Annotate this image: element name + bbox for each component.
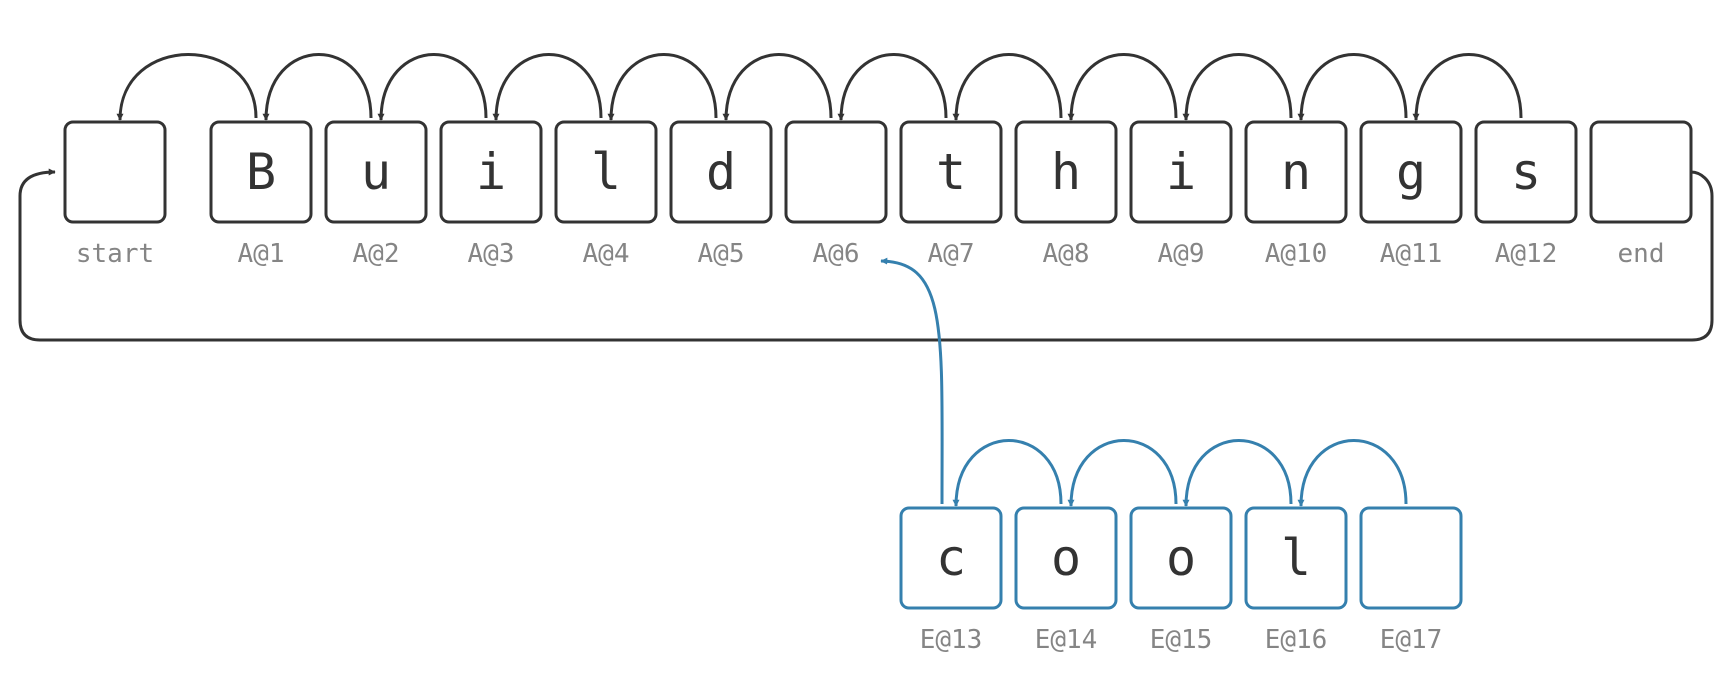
branch-link-arrow-2 <box>1067 439 1178 507</box>
branch-cell-0 <box>899 506 1003 610</box>
main-link-arrow-9 <box>1067 53 1178 121</box>
main-cell-13 <box>1589 120 1693 224</box>
branch-cell-3-id-label: E@16 <box>1265 625 1328 655</box>
main-cell-0 <box>63 120 167 224</box>
loop-back-arrow <box>18 168 1714 342</box>
main-link-arrow-6 <box>722 53 833 121</box>
main-cell-10 <box>1244 120 1348 224</box>
branch-cell-3 <box>1244 506 1348 610</box>
main-cell-3-char: i <box>476 143 506 201</box>
main-cell-6 <box>784 120 888 224</box>
main-cell-5-id-label: A@5 <box>698 239 745 269</box>
main-link-arrow-4 <box>492 53 603 121</box>
main-cell-4-id-label: A@4 <box>583 239 630 269</box>
main-cell-3-id-label: A@3 <box>468 239 515 269</box>
main-cell-5-char: d <box>706 143 736 201</box>
main-cell-8-id-label: A@8 <box>1043 239 1090 269</box>
branch-cell-2-char: o <box>1166 529 1196 587</box>
branch-link-arrow-4 <box>1297 439 1408 507</box>
main-cell-1-id-label: A@1 <box>238 239 285 269</box>
branch-cell-1-id-label: E@14 <box>1035 625 1098 655</box>
main-cell-2-char: u <box>361 143 391 201</box>
main-cell-13-id-label: end <box>1618 239 1665 269</box>
branch-link-arrow-3 <box>1182 439 1293 507</box>
main-cell-7 <box>899 120 1003 224</box>
main-cell-6-id-label: A@6 <box>813 239 860 269</box>
branch-cell-2-id-label: E@15 <box>1150 625 1213 655</box>
main-cell-4-char: l <box>591 143 621 201</box>
main-cell-1-char: B <box>246 143 276 201</box>
main-link-arrow-7 <box>837 53 948 121</box>
branch-cell-4 <box>1359 506 1463 610</box>
main-cell-12 <box>1474 120 1578 224</box>
main-cell-0-id-label: start <box>76 239 154 269</box>
main-cell-11-char: g <box>1396 143 1426 201</box>
main-link-arrow-2 <box>262 53 373 121</box>
main-link-arrow-5 <box>607 53 718 121</box>
branch-cell-1-char: o <box>1051 529 1081 587</box>
main-cell-2 <box>324 120 428 224</box>
main-cell-4 <box>554 120 658 224</box>
branch-cell-1 <box>1014 506 1118 610</box>
main-link-arrow-12 <box>1412 53 1523 121</box>
main-cell-9-id-label: A@9 <box>1158 239 1205 269</box>
branch-cell-0-char: c <box>936 529 966 587</box>
main-cell-12-id-label: A@12 <box>1495 239 1558 269</box>
branch-cell-4-id-label: E@17 <box>1380 625 1443 655</box>
branch-cell-2 <box>1129 506 1233 610</box>
main-link-arrow-1 <box>116 53 258 121</box>
branch-cell-3-char: l <box>1281 529 1311 587</box>
main-cell-7-id-label: A@7 <box>928 239 975 269</box>
main-cell-1 <box>209 120 313 224</box>
insertion-arrow <box>880 257 944 505</box>
main-link-arrow-11 <box>1297 53 1408 121</box>
main-cell-2-id-label: A@2 <box>353 239 400 269</box>
main-cell-9 <box>1129 120 1233 224</box>
branch-link-arrow-1 <box>952 439 1063 507</box>
main-cell-11 <box>1359 120 1463 224</box>
main-cell-9-char: i <box>1166 143 1196 201</box>
main-cell-5 <box>669 120 773 224</box>
main-cell-10-id-label: A@10 <box>1265 239 1328 269</box>
main-cell-8-char: h <box>1051 143 1081 201</box>
branch-cell-0-id-label: E@13 <box>920 625 983 655</box>
main-cell-10-char: n <box>1281 143 1311 201</box>
main-link-arrow-8 <box>952 53 1063 121</box>
main-link-arrow-10 <box>1182 53 1293 121</box>
main-cell-8 <box>1014 120 1118 224</box>
main-cell-7-char: t <box>936 143 966 201</box>
main-cell-12-char: s <box>1511 143 1541 201</box>
main-cell-3 <box>439 120 543 224</box>
main-link-arrow-3 <box>377 53 488 121</box>
main-cell-11-id-label: A@11 <box>1380 239 1443 269</box>
